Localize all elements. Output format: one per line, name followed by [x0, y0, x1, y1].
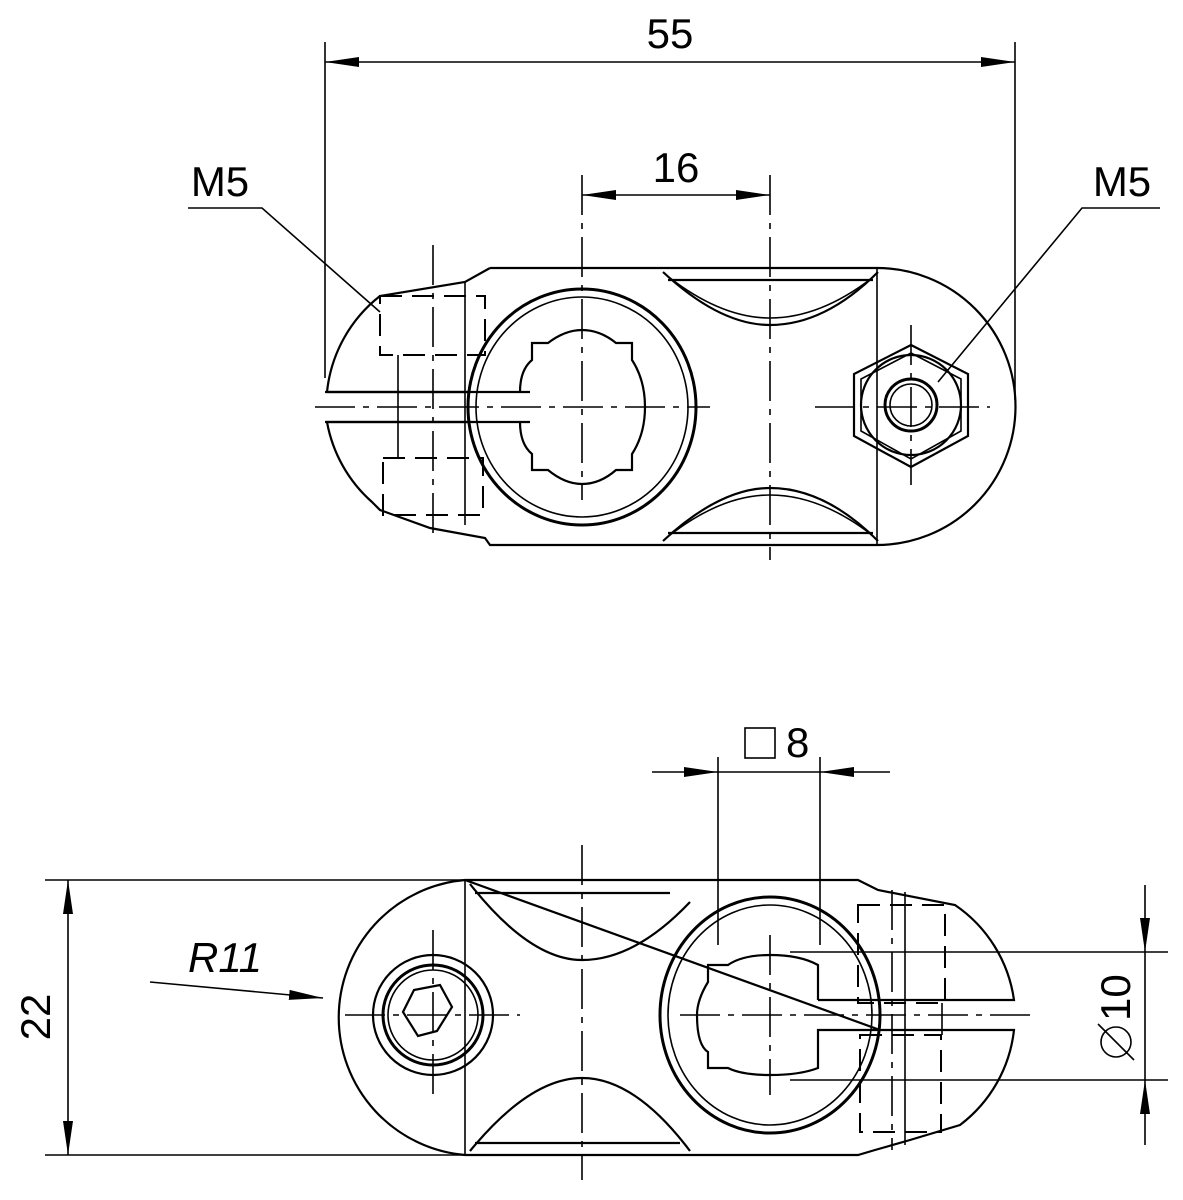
dim-diameter: 10: [1092, 974, 1139, 1021]
dim-square: 8: [786, 719, 809, 766]
top-view: 55 16 M5 M5: [188, 10, 1160, 560]
diameter-symbol-icon: [1100, 1026, 1132, 1058]
dim-radius: R11: [188, 934, 262, 981]
dim-center-distance: 16: [653, 144, 700, 191]
bottom-hex-socket: [401, 983, 454, 1038]
bottom-groove-lower: [469, 1076, 691, 1152]
bottom-body-outline: [337, 878, 1016, 1157]
square-symbol-icon: [744, 727, 776, 759]
bottom-view: 8 R11 22 10: [12, 719, 1168, 1180]
dim-overall-width: 55: [647, 10, 694, 57]
bottom-hidden-screw: [857, 892, 946, 1145]
thread-label-left: M5: [191, 158, 249, 205]
thread-label-right: M5: [1093, 158, 1151, 205]
dim-height: 22: [12, 994, 59, 1041]
